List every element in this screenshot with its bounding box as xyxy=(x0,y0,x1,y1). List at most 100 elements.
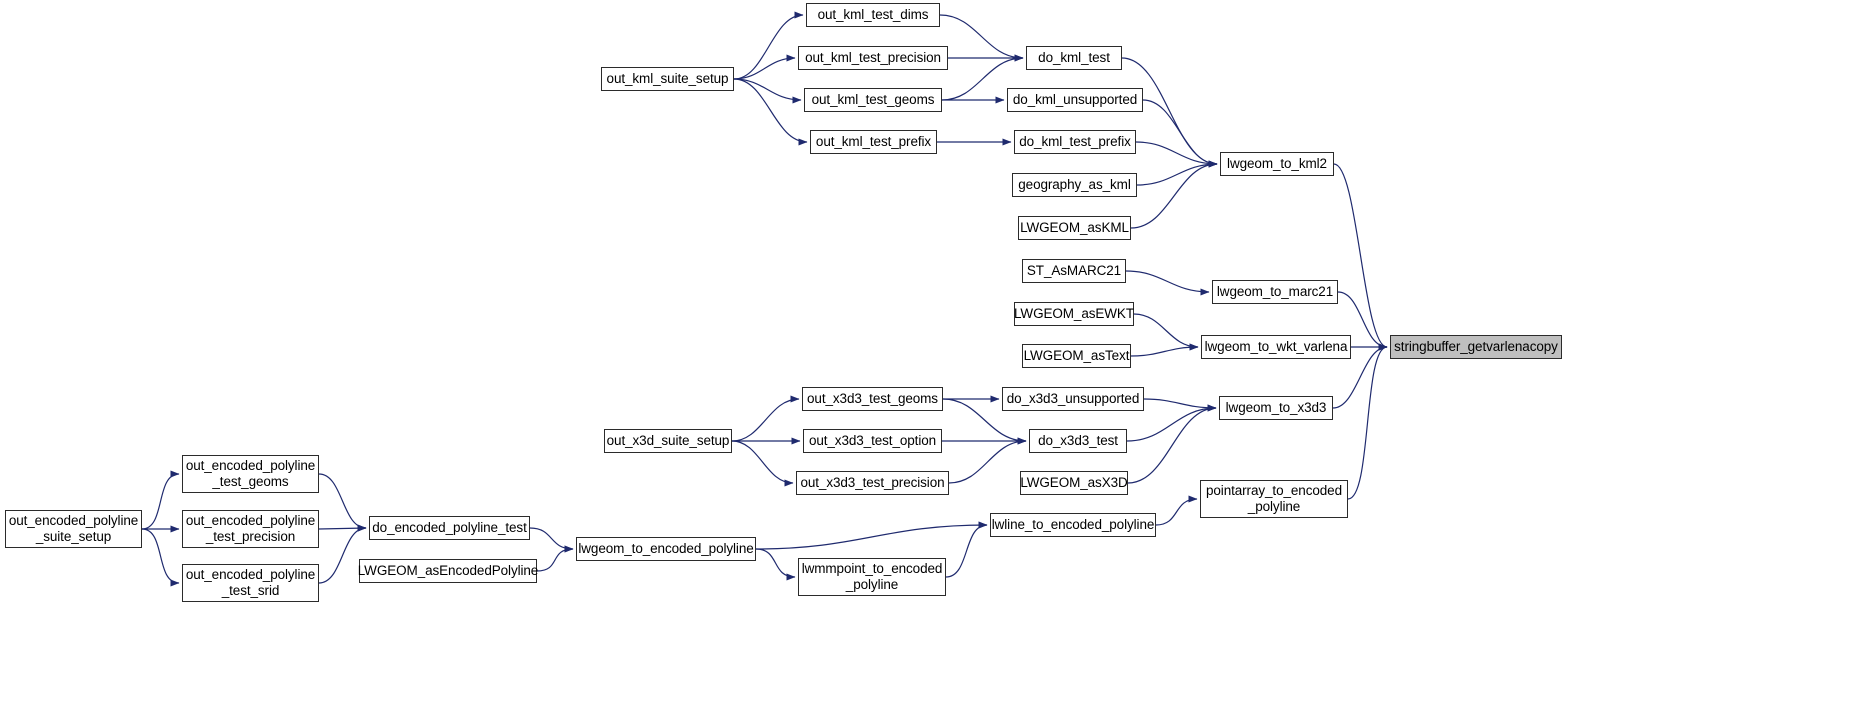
graph-edge-lwmmpoint_to_encoded_polyline--lwline_to_encoded_polyline xyxy=(945,521,988,578)
graph-node-label: out_x3d_suite_setup xyxy=(606,433,730,449)
graph-edge-lwline_to_encoded_polyline--pointarray_to_encoded_polyline xyxy=(1155,495,1198,526)
graph-node-out_encoded_polyline_suite_setup[interactable]: out_encoded_polyline _suite_setup xyxy=(5,510,142,548)
graph-node-out_kml_test_prefix[interactable]: out_kml_test_prefix xyxy=(810,130,937,154)
graph-node-do_kml_unsupported[interactable]: do_kml_unsupported xyxy=(1007,88,1143,112)
graph-edge-geography_as_kml--lwgeom_to_kml2 xyxy=(1136,160,1218,186)
graph-node-label: out_encoded_polyline _test_srid xyxy=(185,567,316,598)
graph-node-do_x3d3_unsupported[interactable]: do_x3d3_unsupported xyxy=(1002,387,1144,411)
graph-node-do_kml_test_prefix[interactable]: do_kml_test_prefix xyxy=(1014,130,1136,154)
graph-node-LWGEOM_asX3D[interactable]: LWGEOM_asX3D xyxy=(1020,471,1128,495)
graph-edge-out_kml_test_dims--do_kml_test xyxy=(939,14,1024,62)
graph-edge-out_kml_suite_setup--out_kml_test_geoms xyxy=(733,78,802,104)
graph-edge-do_encoded_polyline_test--lwgeom_to_encoded_polyline xyxy=(529,527,574,553)
graph-edge-pointarray_to_encoded_polyline--stringbuffer_getvarlenacopy xyxy=(1347,343,1388,500)
graph-node-label: LWGEOM_asEWKT xyxy=(1014,306,1134,322)
graph-node-stringbuffer_getvarlenacopy[interactable]: stringbuffer_getvarlenacopy xyxy=(1390,335,1562,359)
graph-edge-LWGEOM_asKML--lwgeom_to_kml2 xyxy=(1130,160,1218,229)
graph-node-do_x3d3_test[interactable]: do_x3d3_test xyxy=(1029,429,1127,453)
graph-node-label: do_kml_unsupported xyxy=(1012,92,1138,108)
graph-node-lwmmpoint_to_encoded_polyline[interactable]: lwmmpoint_to_encoded _polyline xyxy=(798,558,946,596)
graph-node-label: pointarray_to_encoded _polyline xyxy=(1205,483,1342,514)
graph-node-label: lwmmpoint_to_encoded _polyline xyxy=(801,561,943,592)
graph-edge-out_encoded_polyline_suite_setup--out_encoded_polyline_test_geoms xyxy=(141,470,180,530)
graph-node-label: LWGEOM_asText xyxy=(1023,348,1130,364)
graph-edge-do_kml_unsupported--lwgeom_to_kml2 xyxy=(1142,99,1218,168)
graph-edge-LWGEOM_asText--lwgeom_to_wkt_varlena xyxy=(1130,343,1199,357)
graph-node-label: lwline_to_encoded_polyline xyxy=(991,517,1155,533)
graph-edge-out_encoded_polyline_suite_setup--out_encoded_polyline_test_srid xyxy=(141,528,180,587)
graph-node-out_kml_test_precision[interactable]: out_kml_test_precision xyxy=(798,46,948,70)
graph-node-out_encoded_polyline_test_geoms[interactable]: out_encoded_polyline _test_geoms xyxy=(182,455,319,493)
graph-node-label: out_kml_test_prefix xyxy=(815,134,932,150)
graph-node-out_kml_test_geoms[interactable]: out_kml_test_geoms xyxy=(804,88,942,112)
graph-edge-out_encoded_polyline_test_geoms--do_encoded_polyline_test xyxy=(318,473,367,532)
graph-edge-out_x3d3_test_precision--do_x3d3_test xyxy=(948,437,1027,484)
graph-edge-out_kml_suite_setup--out_kml_test_precision xyxy=(733,54,796,80)
graph-node-lwgeom_to_kml2[interactable]: lwgeom_to_kml2 xyxy=(1220,152,1334,176)
graph-edge-lwgeom_to_kml2--stringbuffer_getvarlenacopy xyxy=(1333,163,1388,351)
graph-node-label: out_x3d3_test_option xyxy=(808,433,937,449)
graph-node-label: out_x3d3_test_precision xyxy=(800,475,945,491)
graph-edge-out_kml_suite_setup--out_kml_test_dims xyxy=(733,11,804,80)
graph-edge-lwgeom_to_encoded_polyline--lwmmpoint_to_encoded_polyline xyxy=(755,548,796,581)
graph-node-label: out_kml_test_geoms xyxy=(811,92,935,108)
graph-node-label: out_kml_suite_setup xyxy=(606,71,729,87)
graph-edge-do_x3d3_test--lwgeom_to_x3d3 xyxy=(1126,404,1217,442)
graph-edge-out_x3d_suite_setup--out_x3d3_test_geoms xyxy=(731,395,800,442)
graph-node-LWGEOM_asEncodedPolyline[interactable]: LWGEOM_asEncodedPolyline xyxy=(357,559,539,583)
graph-edge-LWGEOM_asX3D--lwgeom_to_x3d3 xyxy=(1127,404,1217,484)
graph-node-do_encoded_polyline_test[interactable]: do_encoded_polyline_test xyxy=(369,516,530,540)
graph-node-label: do_encoded_polyline_test xyxy=(372,520,527,536)
graph-node-label: lwgeom_to_wkt_varlena xyxy=(1204,339,1348,355)
graph-node-out_encoded_polyline_test_precision[interactable]: out_encoded_polyline _test_precision xyxy=(182,510,319,548)
graph-node-label: out_encoded_polyline _test_geoms xyxy=(185,458,316,489)
graph-node-out_x3d_suite_setup[interactable]: out_x3d_suite_setup xyxy=(604,429,732,453)
graph-node-label: LWGEOM_asEncodedPolyline xyxy=(357,563,539,579)
graph-node-out_kml_suite_setup[interactable]: out_kml_suite_setup xyxy=(601,67,734,91)
graph-edge-out_encoded_polyline_test_precision--do_encoded_polyline_test xyxy=(318,524,367,532)
graph-node-label: do_kml_test_prefix xyxy=(1019,134,1131,150)
graph-node-lwgeom_to_encoded_polyline[interactable]: lwgeom_to_encoded_polyline xyxy=(576,537,756,561)
graph-node-label: lwgeom_to_encoded_polyline xyxy=(578,541,754,557)
graph-node-label: do_x3d3_test xyxy=(1038,433,1118,449)
graph-node-out_x3d3_test_option[interactable]: out_x3d3_test_option xyxy=(803,429,942,453)
graph-edge-out_kml_suite_setup--out_kml_test_prefix xyxy=(733,78,808,146)
graph-node-pointarray_to_encoded_polyline[interactable]: pointarray_to_encoded _polyline xyxy=(1200,480,1348,518)
graph-node-label: lwgeom_to_x3d3 xyxy=(1225,400,1327,416)
graph-node-label: out_encoded_polyline _test_precision xyxy=(185,513,316,544)
graph-node-label: do_x3d3_unsupported xyxy=(1006,391,1140,407)
graph-node-LWGEOM_asText[interactable]: LWGEOM_asText xyxy=(1022,344,1131,368)
graph-node-label: stringbuffer_getvarlenacopy xyxy=(1394,339,1558,355)
graph-node-lwgeom_to_marc21[interactable]: lwgeom_to_marc21 xyxy=(1212,280,1338,304)
graph-edge-out_x3d_suite_setup--out_x3d3_test_precision xyxy=(731,440,794,487)
graph-edge-ST_AsMARC21--lwgeom_to_marc21 xyxy=(1125,270,1210,296)
graph-node-LWGEOM_asEWKT[interactable]: LWGEOM_asEWKT xyxy=(1014,302,1134,326)
graph-node-lwgeom_to_wkt_varlena[interactable]: lwgeom_to_wkt_varlena xyxy=(1201,335,1351,359)
graph-node-ST_AsMARC21[interactable]: ST_AsMARC21 xyxy=(1022,259,1126,283)
graph-node-label: out_kml_test_precision xyxy=(805,50,941,66)
graph-node-do_kml_test[interactable]: do_kml_test xyxy=(1026,46,1122,70)
graph-node-out_x3d3_test_precision[interactable]: out_x3d3_test_precision xyxy=(796,471,949,495)
graph-edge-LWGEOM_asEncodedPolyline--lwgeom_to_encoded_polyline xyxy=(536,545,574,572)
graph-node-label: lwgeom_to_kml2 xyxy=(1227,156,1327,172)
graph-node-LWGEOM_asKML[interactable]: LWGEOM_asKML xyxy=(1018,216,1131,240)
graph-node-label: LWGEOM_asX3D xyxy=(1020,475,1128,491)
graph-node-label: out_x3d3_test_geoms xyxy=(807,391,938,407)
graph-node-geography_as_kml[interactable]: geography_as_kml xyxy=(1012,173,1137,197)
graph-edge-do_x3d3_unsupported--lwgeom_to_x3d3 xyxy=(1143,398,1217,412)
graph-node-label: ST_AsMARC21 xyxy=(1026,263,1122,279)
graph-node-out_x3d3_test_geoms[interactable]: out_x3d3_test_geoms xyxy=(802,387,943,411)
graph-node-label: do_kml_test xyxy=(1038,50,1110,66)
graph-node-label: LWGEOM_asKML xyxy=(1020,220,1129,236)
graph-node-label: geography_as_kml xyxy=(1018,177,1131,193)
graph-edge-LWGEOM_asEWKT--lwgeom_to_wkt_varlena xyxy=(1133,313,1199,351)
graph-edge-do_kml_test_prefix--lwgeom_to_kml2 xyxy=(1135,141,1218,168)
graph-node-lwline_to_encoded_polyline[interactable]: lwline_to_encoded_polyline xyxy=(990,513,1156,537)
graph-node-label: out_kml_test_dims xyxy=(817,7,929,23)
graph-node-out_kml_test_dims[interactable]: out_kml_test_dims xyxy=(806,3,940,27)
graph-node-lwgeom_to_x3d3[interactable]: lwgeom_to_x3d3 xyxy=(1219,396,1333,420)
graph-node-out_encoded_polyline_test_srid[interactable]: out_encoded_polyline _test_srid xyxy=(182,564,319,602)
graph-edge-lwgeom_to_encoded_polyline--lwline_to_encoded_polyline xyxy=(755,521,988,550)
graph-node-label: out_encoded_polyline _suite_setup xyxy=(8,513,139,544)
